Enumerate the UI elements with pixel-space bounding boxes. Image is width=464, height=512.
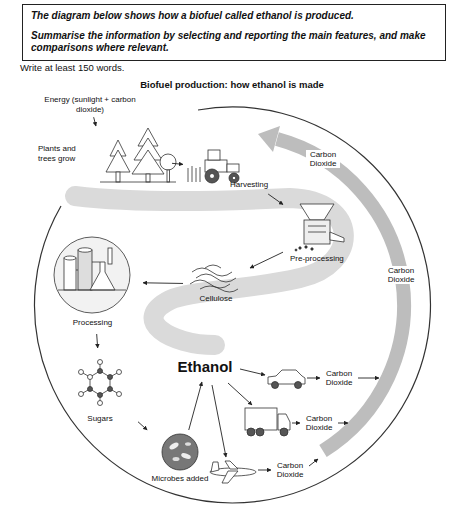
pre-processing-machine — [295, 204, 344, 251]
stage-name: Sugars — [65, 414, 135, 424]
cycle-outline — [34, 107, 430, 503]
gas-label: Carbon Dioxide — [384, 266, 418, 284]
diagram-title: Biofuel production: how ethanol is made — [0, 80, 464, 91]
process-arrow — [138, 422, 147, 430]
stage-label: Energy (sunlight + carbon dioxide) — [40, 95, 141, 115]
instruction-text: Summarise the information by selecting a… — [31, 30, 437, 55]
microbes — [162, 434, 198, 470]
gas-label: Carbon Dioxide — [273, 461, 307, 479]
stage-name: Cellulose — [185, 294, 247, 304]
tractor — [188, 150, 239, 183]
process-arrow — [172, 163, 183, 164]
process-arrow — [143, 282, 183, 284]
gas-label: Carbon Dioxide — [322, 369, 356, 387]
stage-label: Microbes added — [145, 432, 216, 488]
stage-label: Cellulose — [185, 262, 248, 306]
product-label: Ethanol — [165, 358, 246, 380]
processing-plant — [54, 237, 130, 313]
trees — [100, 128, 176, 182]
cellulose-fibres — [190, 265, 238, 292]
stage-name: Microbes added — [145, 474, 215, 484]
stage-name: Pre-processing — [290, 254, 360, 264]
process-arrow — [94, 117, 96, 126]
stage-label: Pre-processing — [285, 200, 361, 266]
process-arrow — [189, 382, 202, 430]
stage-label: Plants and trees grow — [38, 128, 170, 186]
carbon-cycle-arrowhead — [258, 126, 280, 152]
process-arrow — [250, 252, 283, 268]
stage-name: Harvesting — [230, 180, 280, 190]
sugar-molecule — [79, 360, 122, 406]
gas-label: Carbon Dioxide — [302, 414, 336, 432]
flow-arrows — [212, 369, 379, 470]
stage-label: Sugars — [65, 350, 136, 426]
stage-label: Harvesting — [185, 146, 281, 192]
instruction-box: The diagram below shows how a biofuel ca… — [22, 4, 446, 61]
instruction-text: The diagram below shows how a biofuel ca… — [31, 10, 437, 23]
stage-name: Processing — [45, 318, 140, 328]
gas-label: Carbon Dioxide — [306, 150, 340, 168]
process-arrow — [268, 194, 283, 205]
stage-name: Plants and trees grow — [38, 144, 86, 163]
stage-name: Energy (sunlight + carbon dioxide) — [40, 95, 140, 114]
process-arrow — [96, 334, 98, 348]
carbon-cycle-arrow — [277, 139, 404, 451]
stage-name: Ethanol — [165, 358, 245, 376]
stage-label: Processing — [45, 232, 141, 332]
instruction-note: Write at least 150 words. — [20, 63, 320, 74]
